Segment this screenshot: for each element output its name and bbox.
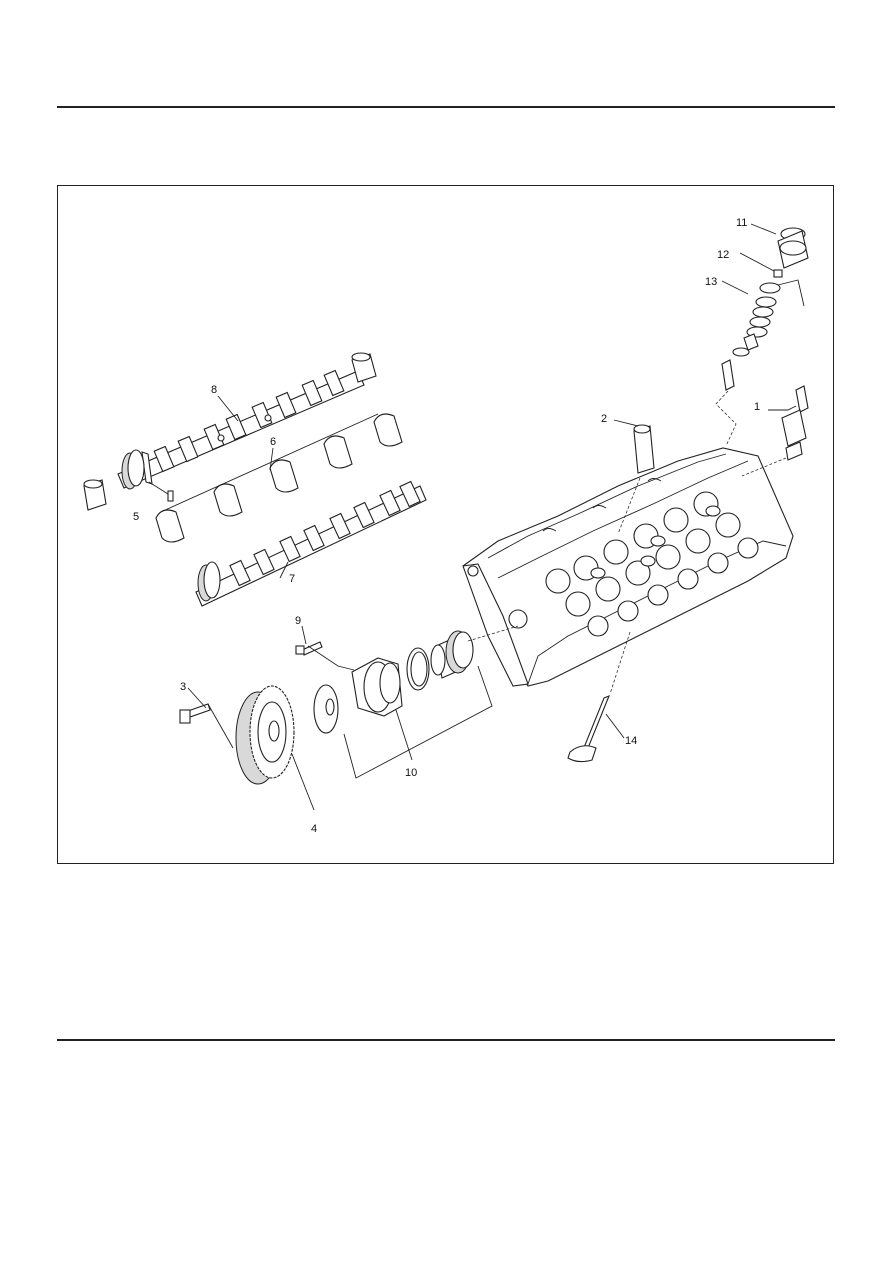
head-bolt [633,424,655,474]
callout-4: 4 [311,823,317,835]
seal-ring [406,647,430,691]
callout-7: 7 [289,573,295,585]
camshaft-end-seal-right [351,352,377,383]
valve-spring [732,282,781,357]
cylinder-head-exploded-diagram: 1 2 3 4 5 6 7 8 9 10 11 12 13 14 [83,217,809,835]
valve-guide [721,359,735,391]
bolt-3 [179,703,211,724]
callout-13: 13 [705,276,717,288]
callout-11: 11 [736,217,747,229]
valve [567,695,610,763]
callout-14: 14 [625,735,637,747]
thrust-washer [313,684,339,734]
vvt-phaser [430,630,474,679]
exploded-view-frame: 1 2 3 4 5 6 7 8 9 10 11 12 13 14 [57,185,834,864]
callout-3: 3 [180,681,186,693]
spark-plug [781,385,809,461]
dowel-pin [167,490,174,502]
camshaft-end-seal-left [83,479,107,511]
vvt-housing [351,657,403,717]
camshaft-lower [195,480,427,607]
tappet-bucket [777,227,809,269]
callout-10: 10 [405,767,417,779]
callout-2: 2 [601,413,607,425]
callout-labels: 1 2 3 4 5 6 7 8 9 10 11 12 13 14 [133,217,760,835]
callout-12: 12 [717,249,729,261]
header-rule [57,106,835,108]
cylinder-head [462,447,794,687]
callout-1: 1 [754,401,760,413]
callout-8: 8 [211,384,217,396]
bearing-caps [155,413,403,543]
callout-9: 9 [295,615,301,627]
camshaft-upper [117,369,365,490]
footer-rule [57,1039,835,1041]
callout-6: 6 [270,436,276,448]
callout-leaders [148,223,797,811]
callout-5: 5 [133,511,139,523]
timing-sprocket [235,685,295,785]
valve-keeper [773,269,783,278]
